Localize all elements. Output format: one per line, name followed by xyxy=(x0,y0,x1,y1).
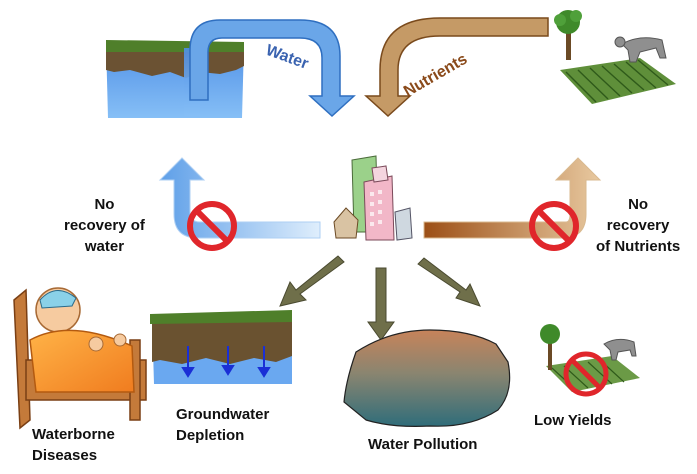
city-buildings-icon xyxy=(333,155,413,241)
reservoir-icon xyxy=(106,40,244,118)
prohibition-icon-water xyxy=(187,201,237,251)
impact-arrow-groundwater xyxy=(279,255,345,307)
farm-field-icon xyxy=(554,10,676,104)
polluted-water-pool-icon xyxy=(343,329,511,427)
failed-crop-field-icon xyxy=(540,324,640,397)
waterborne-diseases-label: Waterborne Diseases xyxy=(32,426,115,464)
water-flow-arrow xyxy=(189,19,356,118)
water-recovery-blocked-arrow xyxy=(158,157,321,239)
impact-arrow-yields xyxy=(417,257,481,307)
nutrient-flow-arrow xyxy=(364,17,549,118)
impact-arrow-pollution xyxy=(367,267,395,341)
groundwater-cross-section-icon xyxy=(150,310,292,384)
prohibition-icon-nutrients xyxy=(529,201,579,251)
low-yields-label: Low Yields xyxy=(534,412,612,429)
water-pollution-label: Water Pollution xyxy=(368,436,478,453)
sick-person-bed-icon xyxy=(13,287,147,430)
no-recovery-water-label: No recovery of water xyxy=(64,196,145,255)
groundwater-depletion-label: Groundwater Depletion xyxy=(176,406,270,444)
no-recovery-nutrients-label: No recovery of Nutrients xyxy=(596,196,681,255)
